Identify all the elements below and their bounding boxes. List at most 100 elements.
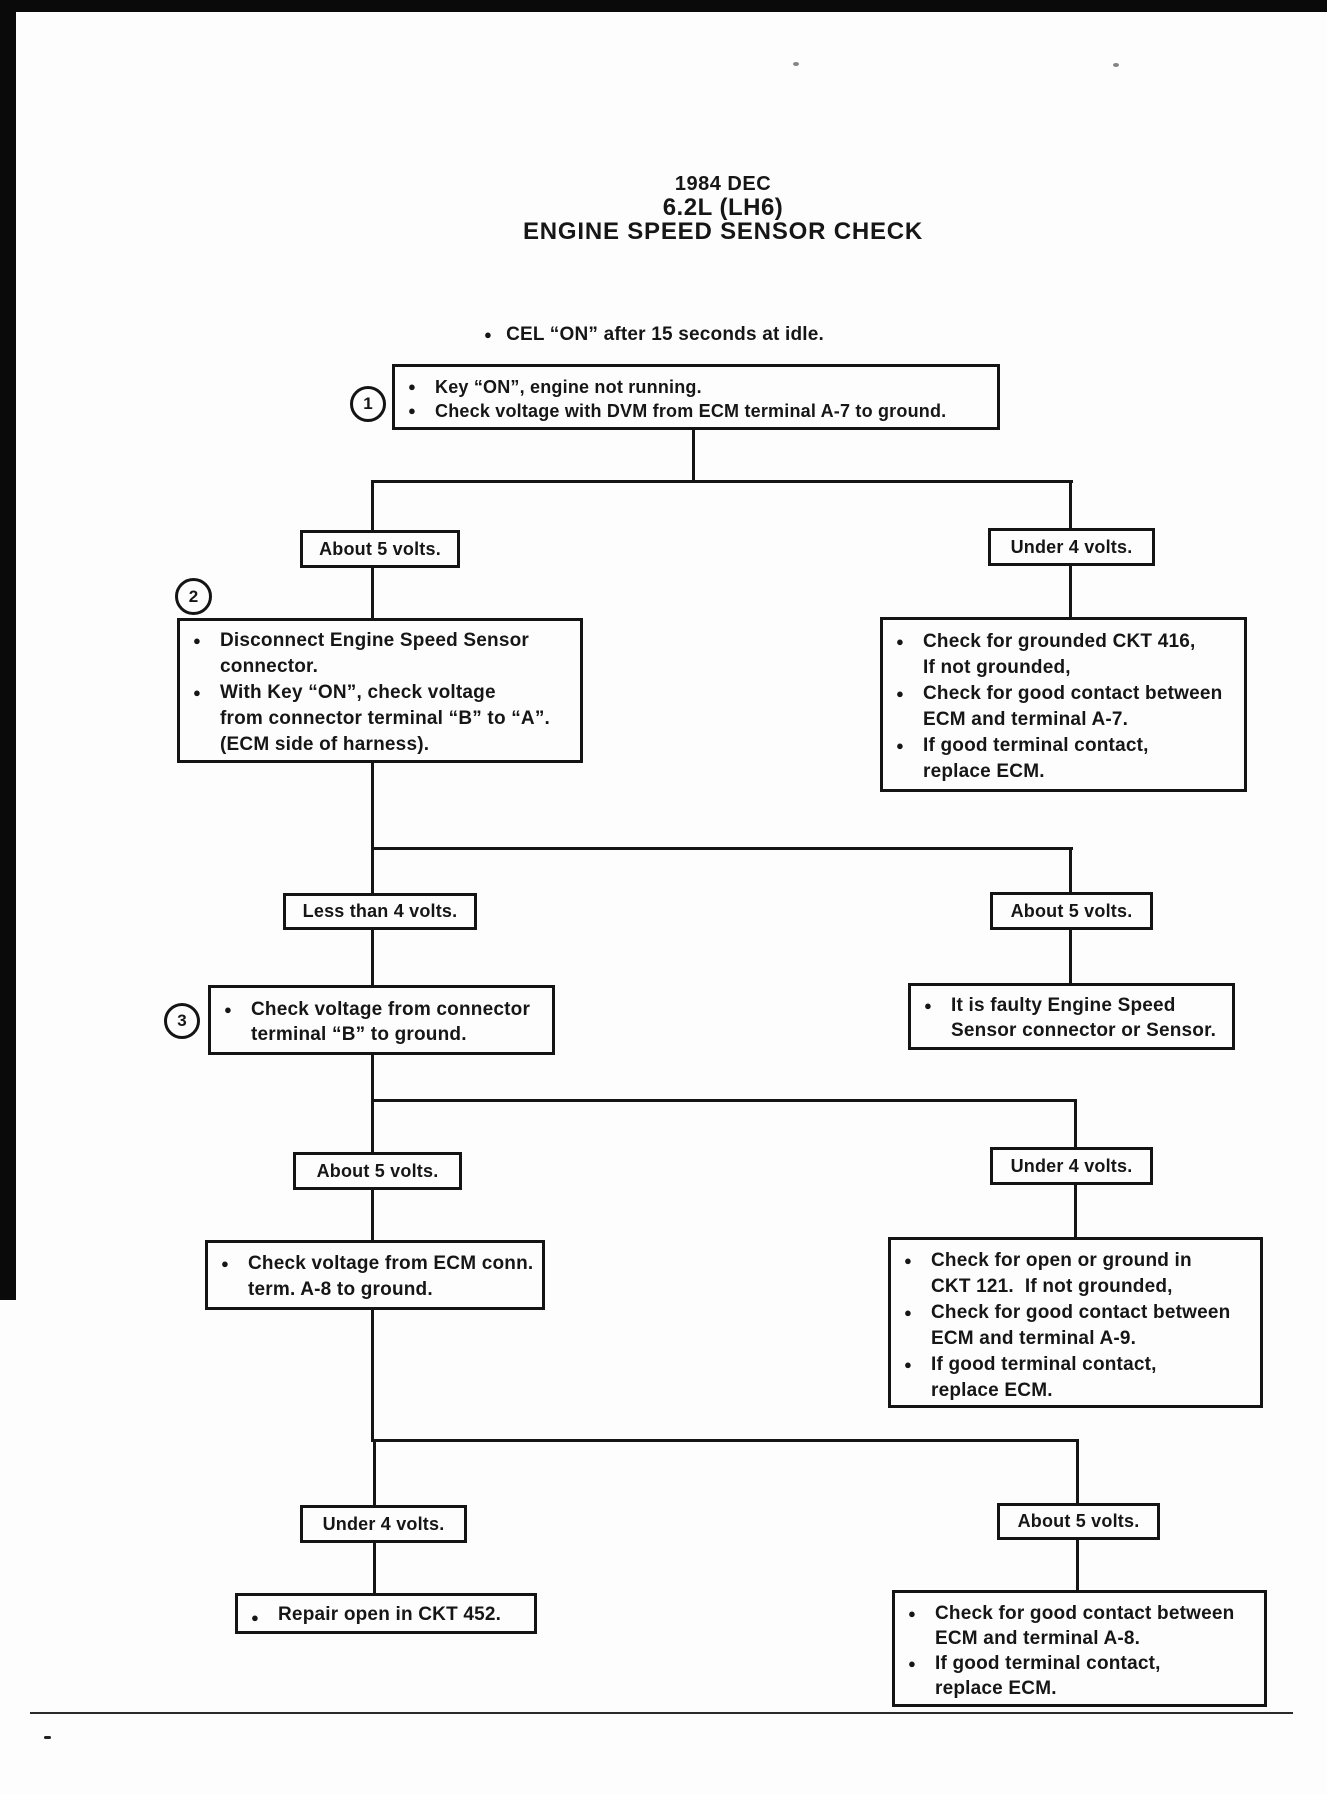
scan-speck — [793, 62, 799, 66]
box-text: ECM and terminal A-9. — [931, 1328, 1137, 1349]
box-text: If good terminal contact, — [931, 1354, 1157, 1375]
box-text: Check voltage with DVM from ECM terminal… — [435, 401, 947, 421]
list-item: CKT 121. If not grounded, — [891, 1274, 1260, 1300]
bullet-icon: ● — [904, 1305, 913, 1320]
list-item: connector. — [180, 654, 580, 680]
step-number-1: 1 — [350, 386, 386, 422]
intro-condition: ● CEL “ON” after 15 seconds at idle. — [484, 322, 824, 348]
step-number-3: 3 — [164, 1003, 200, 1039]
list-item: ●Repair open in CKT 452. — [238, 1599, 534, 1631]
instruction-box-step3: ● Check voltage from connector terminal “… — [208, 985, 555, 1055]
bullet-icon: ● — [408, 403, 417, 418]
list-item: ●Check for open or ground in — [891, 1248, 1260, 1274]
box-text: If good terminal contact, — [935, 1653, 1161, 1674]
box-text: With Key “ON”, check voltage — [220, 682, 496, 703]
box-text: It is faulty Engine Speed — [951, 995, 1176, 1016]
connector-line — [371, 1308, 374, 1442]
voltage-label-r3-right: Under 4 volts. — [990, 1147, 1153, 1185]
bullet-icon: ● — [193, 685, 202, 700]
step-number-2: 2 — [175, 578, 212, 615]
list-item: ●If good terminal contact, — [891, 1352, 1260, 1378]
list-item: Sensor connector or Sensor. — [911, 1018, 1232, 1043]
list-item: ECM and terminal A-9. — [891, 1326, 1260, 1352]
list-item: replace ECM. — [895, 1676, 1264, 1701]
list-item: from connector terminal “B” to “A”. — [180, 706, 580, 732]
connector-line — [1074, 1183, 1077, 1239]
result-box-faulty-sensor: ●It is faulty Engine Speed Sensor connec… — [908, 983, 1235, 1050]
list-item: ●Check for good contact between — [883, 681, 1244, 707]
bullet-icon: ● — [221, 1256, 230, 1271]
bullet-icon: ● — [484, 327, 493, 342]
connector-line — [371, 480, 374, 532]
list-item: ● Check for good contact between — [891, 1300, 1260, 1326]
list-item: ● Check voltage with DVM from ECM termina… — [395, 399, 997, 423]
voltage-label-r1-left: About 5 volts. — [300, 530, 460, 568]
bullet-icon: ● — [224, 1002, 233, 1017]
scan-speck — [44, 1736, 51, 1739]
result-box-repair-ckt452: ●Repair open in CKT 452. — [235, 1593, 537, 1634]
result-box-ckt121: ●Check for open or ground in CKT 121. If… — [888, 1237, 1263, 1408]
scan-speck — [1113, 63, 1119, 67]
list-item: ●Disconnect Engine Speed Sensor — [180, 628, 580, 654]
box-text: term. A-8 to ground. — [248, 1279, 433, 1300]
bullet-icon: ● — [896, 634, 905, 649]
box-text: Check for open or ground in — [931, 1250, 1192, 1271]
connector-line — [1069, 928, 1072, 985]
voltage-label-r2-right: About 5 volts. — [990, 892, 1153, 930]
list-item: ●If good terminal contact, — [895, 1651, 1264, 1676]
box-text: Disconnect Engine Speed Sensor — [220, 630, 530, 651]
list-item: ● Check voltage from connector — [211, 997, 552, 1022]
connector-line — [1069, 564, 1072, 619]
scan-edge-top — [0, 0, 1327, 12]
connector-line — [371, 566, 374, 620]
box-text: replace ECM. — [931, 1380, 1053, 1401]
result-box-check-a8-contact: ●Check for good contact between ECM and … — [892, 1590, 1267, 1707]
title-date: 1984 DEC — [674, 173, 772, 195]
list-item: ●Check for good contact between — [895, 1601, 1264, 1626]
list-item: ●Check for grounded CKT 416, — [883, 629, 1244, 655]
page-title: 1984 DEC 6.2L (LH6) ENGINE SPEED SENSOR … — [323, 172, 1123, 244]
box-text: ECM and terminal A-8. — [935, 1628, 1141, 1649]
list-item: ECM and terminal A-7. — [883, 707, 1244, 733]
voltage-label-r2-left: Less than 4 volts. — [283, 893, 477, 930]
connector-line — [371, 480, 1073, 483]
box-text: Repair open in CKT 452. — [278, 1604, 502, 1625]
bullet-icon: ● — [408, 379, 417, 394]
connector-line — [371, 1188, 374, 1242]
box-text: Check for good contact between — [931, 1302, 1231, 1323]
box-text: from connector terminal “B” to “A”. — [220, 708, 551, 729]
list-item: replace ECM. — [891, 1378, 1260, 1404]
voltage-label-r1-right: Under 4 volts. — [988, 528, 1155, 566]
box-text: terminal “B” to ground. — [251, 1024, 467, 1045]
voltage-label-r3-left: About 5 volts. — [293, 1152, 462, 1190]
instruction-box-step2: ●Disconnect Engine Speed Sensor connecto… — [177, 618, 583, 763]
bullet-icon: ● — [896, 738, 905, 753]
connector-line — [373, 1439, 376, 1507]
box-text: Check voltage from connector — [251, 999, 531, 1020]
connector-line — [1076, 1538, 1079, 1592]
box-text: Check voltage from ECM conn. — [248, 1253, 534, 1274]
list-item: terminal “B” to ground. — [211, 1022, 552, 1047]
connector-line — [371, 847, 1073, 850]
connector-line — [1076, 1439, 1079, 1507]
title-engine: 6.2L (LH6) — [662, 194, 784, 221]
list-item: ● Check voltage from ECM conn. — [208, 1251, 542, 1277]
list-item: ● With Key “ON”, check voltage — [180, 680, 580, 706]
connector-line — [371, 1099, 374, 1154]
list-item: ●It is faulty Engine Speed — [911, 993, 1232, 1018]
box-text: Check for good contact between — [923, 683, 1223, 704]
box-text: ECM and terminal A-7. — [923, 709, 1129, 730]
voltage-label-r4-right: About 5 volts. — [997, 1503, 1160, 1540]
connector-line — [373, 1541, 376, 1595]
connector-line — [373, 1439, 1079, 1442]
list-item: ●If good terminal contact, — [883, 733, 1244, 759]
list-item: ●Key “ON”, engine not running. — [395, 375, 997, 399]
box-text: Check for good contact between — [935, 1603, 1235, 1624]
connector-line — [692, 430, 695, 483]
connector-line — [1074, 1099, 1077, 1149]
box-text: replace ECM. — [935, 1678, 1057, 1699]
connector-line — [371, 1053, 374, 1102]
list-item: ECM and terminal A-8. — [895, 1626, 1264, 1651]
instruction-box-step1: ●Key “ON”, engine not running. ● Check vo… — [392, 364, 1000, 430]
